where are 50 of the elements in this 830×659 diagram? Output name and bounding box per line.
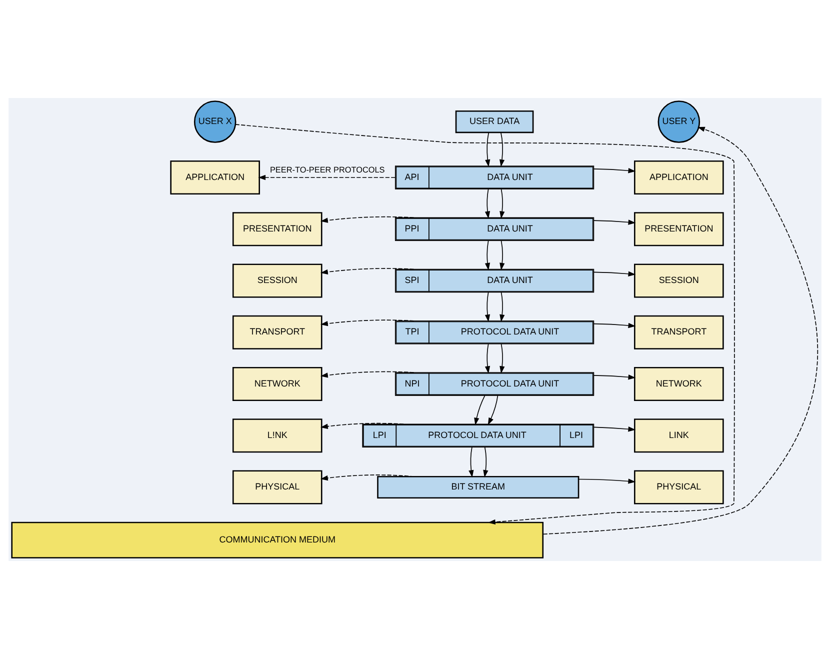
arrow <box>474 395 486 426</box>
arrow <box>500 188 505 219</box>
arrow <box>320 422 404 429</box>
node-box: NETWORK <box>232 366 322 402</box>
arrow <box>468 446 474 478</box>
arrow <box>500 292 505 322</box>
arrow <box>484 292 490 322</box>
arrow <box>500 240 505 270</box>
arrow <box>488 395 498 426</box>
arrow <box>594 168 636 174</box>
node-box: TRANSPORT <box>634 315 724 350</box>
arrow <box>594 220 636 225</box>
edge-label: PEER-TO-PEER PROTOCOLS <box>270 166 385 175</box>
arrow <box>594 374 636 380</box>
node-box: PHYSICAL <box>232 470 322 504</box>
node-box: NETWORK <box>634 366 724 402</box>
node-box: COMMUNICATION MEDIUM <box>11 522 544 558</box>
arrow <box>320 268 414 275</box>
arrow <box>578 478 636 484</box>
arrow <box>542 126 818 535</box>
node-box: APPLICATION <box>634 160 724 195</box>
arrow <box>500 344 505 374</box>
arrow <box>235 124 735 525</box>
arrow <box>484 344 490 374</box>
node-box: PHYSICAL <box>634 470 724 504</box>
arrow <box>594 322 636 328</box>
node-box: SESSION <box>232 264 322 298</box>
arrow <box>593 426 636 432</box>
arrow <box>320 474 415 481</box>
node-box: USER DATA <box>455 110 534 134</box>
arrow <box>484 240 490 270</box>
node-box: APPLICATION <box>170 160 260 195</box>
node-box: TRANSPORT <box>232 315 322 350</box>
arrow <box>320 216 414 223</box>
arrow <box>258 174 396 180</box>
arrow <box>320 320 414 326</box>
arrow <box>484 188 490 219</box>
arrow <box>499 132 505 167</box>
node-box: LINK <box>634 418 724 453</box>
node-circle: USER X <box>194 100 236 143</box>
arrow <box>594 271 636 276</box>
node-box: PRESENTATION <box>232 212 322 246</box>
node-box: PRESENTATION <box>634 212 724 246</box>
node-circle: USER Y <box>658 100 700 143</box>
node-box: SESSION <box>634 264 724 298</box>
arrow <box>483 446 488 478</box>
node-box: BIT STREAM <box>377 476 580 499</box>
arrow <box>320 371 414 378</box>
arrow <box>485 132 490 167</box>
node-box: L!NK <box>232 418 322 453</box>
